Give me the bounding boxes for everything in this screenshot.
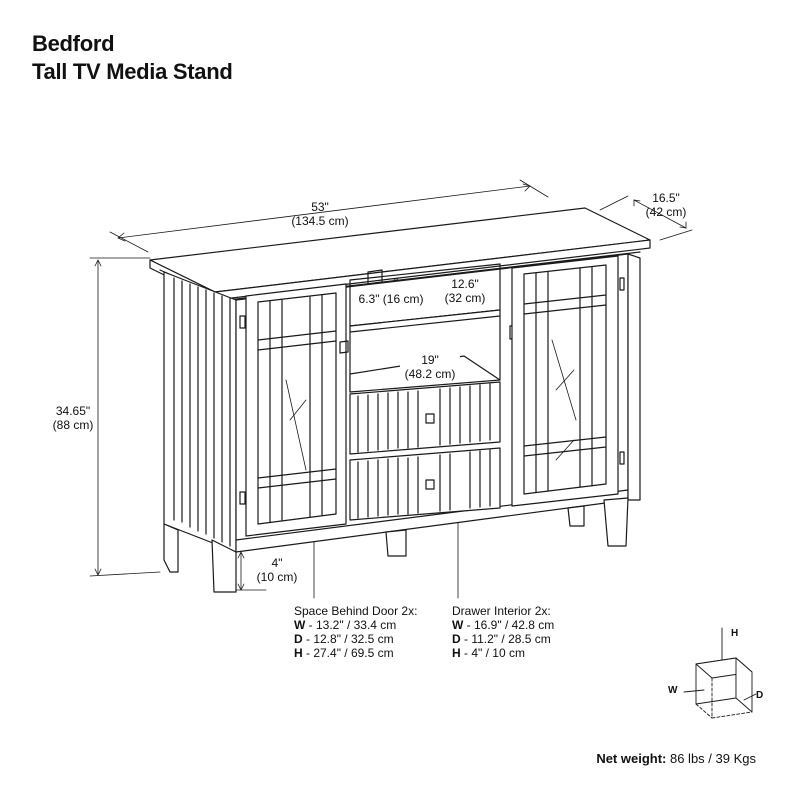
shelf-depth-label: 12.6" (32 cm) bbox=[440, 277, 490, 305]
net-weight-label: Net weight: bbox=[596, 751, 667, 766]
spec-row: H - 27.4" / 69.5 cm bbox=[294, 646, 394, 660]
net-weight: Net weight: 86 lbs / 39 Kgs bbox=[596, 751, 756, 766]
depth-dimension-label: 16.5" (42 cm) bbox=[645, 191, 687, 219]
spec-heading: Space Behind Door 2x: bbox=[294, 604, 418, 618]
center-compartment bbox=[339, 263, 521, 521]
left-glass-door bbox=[239, 283, 347, 537]
drawer-interior-spec: Drawer Interior 2x: W - 16.9" / 42.8 cm … bbox=[452, 604, 554, 660]
net-weight-value: 86 lbs / 39 Kgs bbox=[666, 751, 756, 766]
axis-label-depth: D bbox=[756, 690, 764, 701]
axis-label-height: H bbox=[731, 628, 739, 639]
orientation-cube-icon bbox=[683, 627, 757, 719]
shelf-gap-label: 6.3" (16 cm) bbox=[356, 292, 426, 306]
product-subtitle: Tall TV Media Stand bbox=[32, 59, 233, 84]
space-behind-door-spec: Space Behind Door 2x: W - 13.2" / 33.4 c… bbox=[294, 604, 417, 660]
product-title: Bedford Tall TV Media Stand bbox=[32, 30, 233, 86]
width-dimension-label: 53" (134.5 cm) bbox=[291, 200, 349, 228]
spec-row: D - 12.8" / 32.5 cm bbox=[294, 632, 394, 646]
height-dimension-label: 34.65" (88 cm) bbox=[52, 404, 94, 432]
shelf-width-label: 19" (48.2 cm) bbox=[400, 353, 460, 381]
axis-label-width: W bbox=[668, 685, 678, 696]
right-glass-door bbox=[511, 255, 625, 507]
spec-row: D - 11.2" / 28.5 cm bbox=[452, 632, 551, 646]
spec-row: H - 4" / 10 cm bbox=[452, 646, 525, 660]
product-name: Bedford bbox=[32, 31, 115, 56]
leg-height-label: 4" (10 cm) bbox=[256, 556, 298, 584]
spec-row: W - 16.9" / 42.8 cm bbox=[452, 618, 555, 632]
spec-row: W - 13.2" / 33.4 cm bbox=[294, 618, 397, 632]
spec-heading: Drawer Interior 2x: bbox=[452, 604, 551, 618]
